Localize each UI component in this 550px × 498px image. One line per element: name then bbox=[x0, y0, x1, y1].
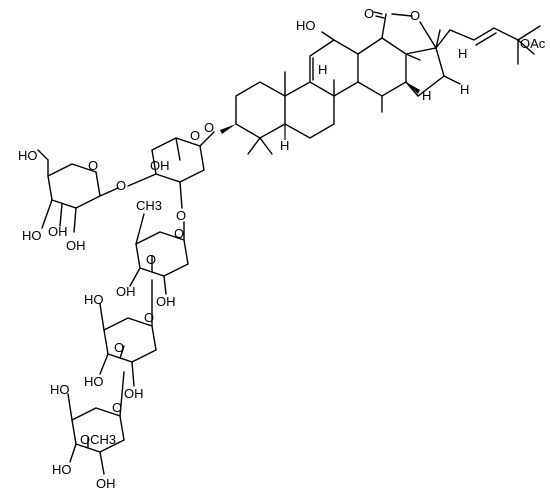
glucose-3-ring bbox=[67, 371, 125, 475]
label-rha-ring-o: O bbox=[174, 226, 184, 241]
label-glc1-ho6: HO bbox=[18, 148, 38, 163]
label-glc2-ring-o: O bbox=[144, 310, 154, 325]
label-h-a: H bbox=[458, 46, 467, 61]
label-glc3-ho4: HO bbox=[52, 462, 72, 477]
label-oac: OAc bbox=[520, 36, 546, 51]
label-glc2-ho6: HO bbox=[84, 292, 104, 307]
label-glc1-ho4: HO bbox=[22, 228, 42, 243]
label-h-d: H bbox=[280, 138, 289, 153]
label-xyl-oh: OH bbox=[150, 158, 170, 173]
rhamnose-ring bbox=[129, 213, 189, 295]
xylose-ring bbox=[127, 131, 215, 209]
label-glc3-oh2: OH bbox=[96, 476, 116, 491]
label-rha-o4: O bbox=[146, 252, 156, 267]
glucose-1-ring bbox=[37, 149, 119, 233]
label-rha-oh3: OH bbox=[116, 284, 136, 299]
atom-labels: HO O O OAc H H H H H O O OH O O HO O HO … bbox=[18, 6, 546, 491]
label-ring-o2: O bbox=[410, 8, 420, 23]
label-ring-o1: O bbox=[364, 6, 374, 21]
label-glc1-ring-o: O bbox=[88, 158, 98, 173]
glucose-2-ring bbox=[99, 279, 157, 387]
label-glc3-och3: OCH3 bbox=[80, 432, 116, 447]
label-glc3-ho6: HO bbox=[50, 382, 70, 397]
label-glc1-oh3: OH bbox=[48, 224, 68, 239]
label-xyl-o-rha: O bbox=[176, 208, 186, 223]
label-rha-oh2: OH bbox=[156, 294, 176, 309]
label-rha-ch3: CH3 bbox=[136, 198, 162, 213]
aglycone-stereo-wedges bbox=[220, 82, 420, 140]
label-glyc-o: O bbox=[204, 120, 214, 135]
label-glc1-oh2: OH bbox=[66, 238, 86, 253]
aglycone-bonds bbox=[235, 11, 541, 155]
label-ho-top: HO bbox=[296, 18, 316, 33]
label-h-c: H bbox=[318, 62, 327, 77]
label-h-e: H bbox=[422, 88, 431, 103]
label-xyl-o-glc: O bbox=[116, 178, 126, 193]
label-glc2-o3: O bbox=[114, 340, 124, 355]
label-xyl-ring-o: O bbox=[190, 128, 200, 143]
label-glc2-ho4: HO bbox=[84, 374, 104, 389]
label-glc2-oh2: OH bbox=[124, 386, 144, 401]
label-glc3-ring-o: O bbox=[112, 400, 122, 415]
label-h-b: H bbox=[460, 82, 469, 97]
